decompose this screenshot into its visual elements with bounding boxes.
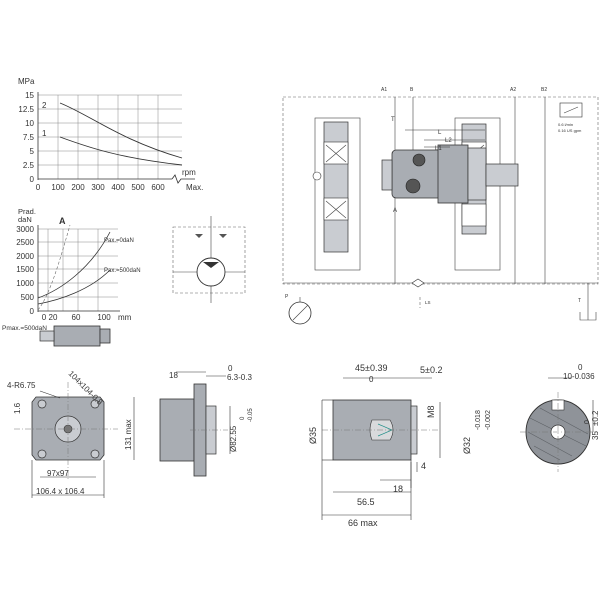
dim-63: 6.3-0.3: [227, 373, 252, 382]
radial-load-graph: Prad. daN A Pax.=0daN Pax.=500daN 3000 2…: [2, 207, 141, 347]
dim-45: 45±0.39: [355, 363, 387, 373]
x-tick: 100: [51, 183, 65, 192]
dim-4r: 4-R6.75: [7, 381, 36, 390]
key-0: 0: [578, 363, 583, 372]
x-unit: mm: [118, 313, 132, 322]
curve-2-label: 2: [42, 101, 47, 110]
motor-symbol: [172, 216, 246, 303]
curve-a-label: A: [59, 216, 66, 226]
flange-side-view: 18 0 6.3-0.3 Ø82.55 0 -0.05: [159, 364, 254, 477]
dim-d32-t1: -0.018: [475, 410, 482, 430]
dim-tol-b: -0.05: [248, 408, 254, 422]
y-tick: 0: [30, 307, 35, 316]
curve-1: [59, 136, 183, 166]
dim-side-0: 0: [228, 364, 233, 373]
x-tick: 60: [72, 313, 81, 322]
dim-66: 66 max: [348, 518, 378, 528]
dim-106: 106.4 x 106.4: [36, 487, 85, 496]
y-tick: 2.5: [23, 161, 35, 170]
y-unit-2: daN: [18, 215, 32, 224]
label-a: A: [393, 208, 397, 214]
label-ls: LS: [425, 300, 431, 305]
port-a1: A1: [381, 87, 387, 93]
curve-1-label: 1: [42, 129, 47, 138]
x-tick: 600: [151, 183, 165, 192]
flange-front-view: 4-R6.75 104x104-0.8 1.6 131 max 97x97 10…: [7, 369, 135, 498]
dim-5: 5±0.2: [420, 365, 442, 375]
label-l2: L2: [445, 138, 452, 144]
left-valve: [323, 121, 349, 253]
dim-565: 56.5: [357, 497, 375, 507]
x-max: Max.: [186, 183, 203, 192]
hydraulic-schematic: A1 B A2 B2 0.6 l/min 0.16 US gpm T: [282, 87, 599, 325]
y-tick: 7.5: [23, 133, 35, 142]
x-tick: 400: [111, 183, 125, 192]
shaft-section: Ø35 45±0.39 0 5±0.2 M8 Ø32 -0.018 -0.002…: [308, 363, 492, 528]
shaft-key-end-view: 0 10-0.036 35 ±0.2 0: [520, 363, 600, 472]
y-unit: MPa: [18, 77, 35, 86]
dim-dia-8255: Ø82.55: [229, 425, 238, 452]
dim-m8: M8: [426, 405, 436, 418]
y-tick: 5: [30, 147, 35, 156]
x-tick: 300: [91, 183, 105, 192]
y-tick: 10: [25, 119, 34, 128]
key-35b: 0: [584, 420, 591, 424]
y-tick: 15: [25, 91, 34, 100]
dim-18b: 18: [393, 484, 403, 494]
dim-18: 18: [169, 371, 178, 380]
dim-4: 4: [421, 461, 426, 471]
schematic-motor: [381, 144, 519, 204]
y-tick: 3000: [16, 225, 34, 234]
curve-pax0: [37, 231, 111, 299]
y-tick: 2500: [16, 238, 34, 247]
key-35: 35: [591, 431, 600, 440]
dim-97: 97x97: [47, 469, 69, 478]
label-t2: T: [578, 298, 581, 304]
x-tick: 500: [131, 183, 145, 192]
label-t: T: [391, 117, 395, 123]
dim-d32: Ø32: [462, 437, 472, 454]
x-tick: 0: [36, 183, 41, 192]
label-p: P: [285, 294, 289, 300]
key-35t: ±0.2: [591, 410, 600, 426]
x-tick: 200: [71, 183, 85, 192]
port-b: B: [410, 87, 414, 93]
curve-pax500: [37, 269, 111, 305]
y-tick: 0: [30, 175, 35, 184]
y-tick: 500: [21, 293, 35, 302]
x-tick: 0: [42, 313, 47, 322]
mini-motor: [53, 325, 101, 347]
dim-d32-t2: -0.002: [485, 410, 492, 430]
port-b2: B2: [541, 87, 547, 93]
pmax-label: Pmax.=500daN: [2, 325, 47, 332]
x-unit: rpm: [182, 168, 196, 177]
y-tick: 1500: [16, 265, 34, 274]
x-tick: 20: [49, 313, 58, 322]
dim-d35: Ø35: [308, 427, 318, 444]
pax500-label: Pax.=500daN: [104, 268, 141, 274]
dim-131: 131 max: [124, 419, 133, 450]
pax0-label: Pax.=0daN: [104, 238, 134, 244]
dim-tol-a: 0: [240, 416, 246, 420]
dim-16: 1.6: [13, 402, 22, 414]
port-a2: A2: [510, 87, 516, 93]
curve-2: [59, 102, 183, 159]
x-tick: 100: [97, 313, 111, 322]
y-tick: 1000: [16, 279, 34, 288]
label-l1: L1: [435, 146, 442, 152]
label-l: L: [438, 130, 442, 136]
flow-1: 0.6 l/min: [558, 122, 573, 127]
key-10: 10-0.036: [563, 372, 595, 381]
y-unit-1: Prad.: [18, 207, 36, 216]
pressure-rpm-graph: MPa 2 1 15 12.5 10 7.5 5 2.5: [18, 77, 203, 192]
curve-a: [37, 224, 71, 311]
dim-45b: 0: [369, 375, 374, 384]
y-tick: 2000: [16, 252, 34, 261]
flow-2: 0.16 US gpm: [558, 128, 582, 133]
y-tick: 12.5: [18, 105, 34, 114]
